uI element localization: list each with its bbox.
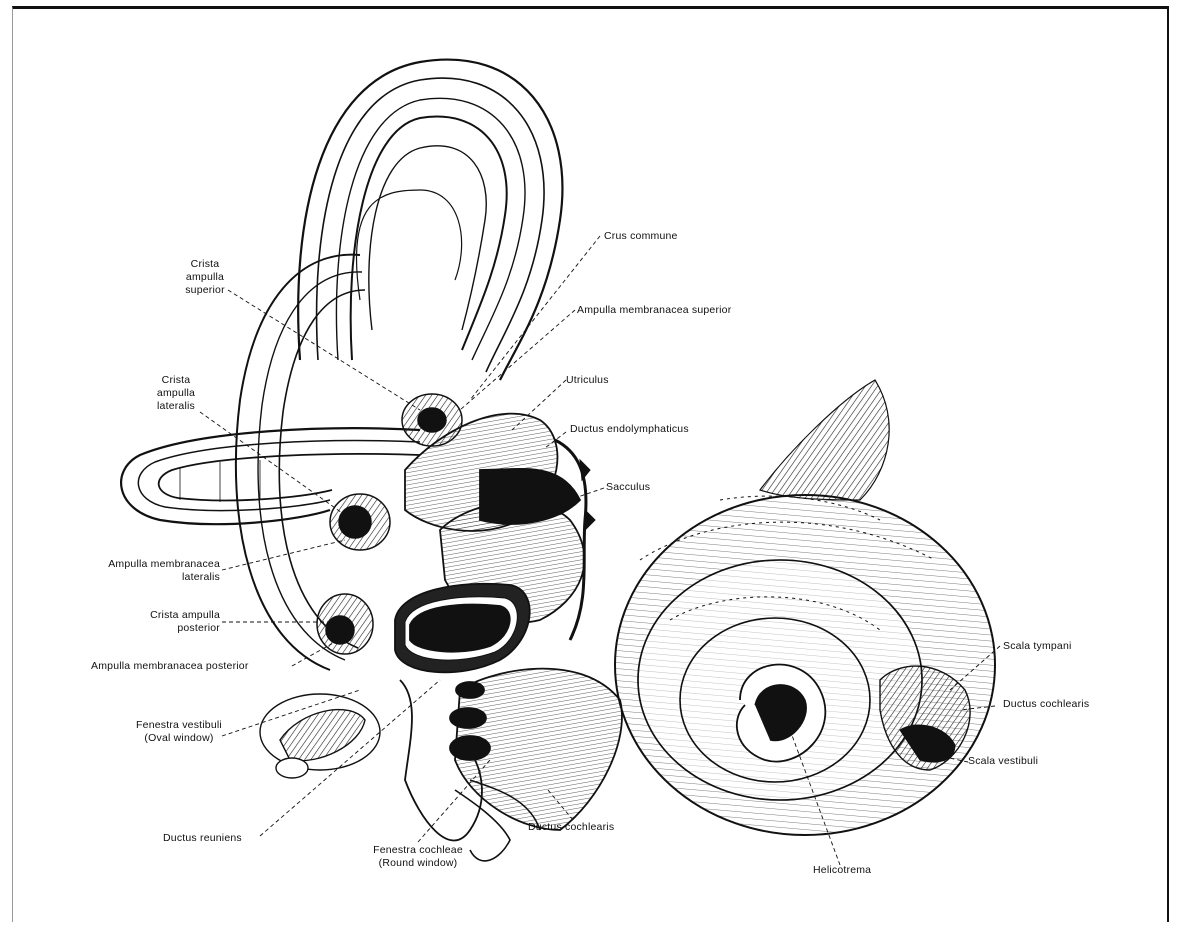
- label-fenestra-cochleae: Fenestra cochleae (Round window): [373, 844, 463, 870]
- label-line: Ampulla membranacea: [108, 558, 220, 571]
- label-ductus-reuniens: Ductus reuniens: [163, 832, 242, 845]
- label-crista-ampulla-lateralis: Crista ampulla lateralis: [157, 374, 195, 413]
- label-scala-vestibuli: Scala vestibuli: [968, 755, 1038, 768]
- label-line: Crista: [157, 374, 195, 387]
- label-line: ampulla: [185, 271, 225, 284]
- label-utriculus: Utriculus: [566, 374, 609, 387]
- label-fenestra-vestibuli: Fenestra vestibuli (Oval window): [136, 719, 222, 745]
- label-line: Crista: [185, 258, 225, 271]
- vestibule: [395, 414, 622, 841]
- label-line: Crista ampulla: [150, 609, 220, 622]
- label-ductus-endolymphaticus: Ductus endolymphaticus: [570, 423, 689, 436]
- label-ampulla-membranacea-superior: Ampulla membranacea superior: [577, 304, 731, 317]
- cochlea: [615, 495, 995, 835]
- label-sacculus: Sacculus: [606, 481, 650, 494]
- label-line: lateralis: [157, 400, 195, 413]
- label-crista-ampulla-superior: Crista ampulla superior: [185, 258, 225, 297]
- label-line: (Oval window): [136, 732, 222, 745]
- label-line: Fenestra vestibuli: [136, 719, 222, 732]
- label-line: superior: [185, 284, 225, 297]
- label-ampulla-membranacea-posterior: Ampulla membranacea posterior: [91, 660, 249, 673]
- label-line: ampulla: [157, 387, 195, 400]
- oval-window-footplate: [260, 694, 380, 778]
- label-crista-ampulla-posterior: Crista ampulla posterior: [150, 609, 220, 635]
- label-crus-commune: Crus commune: [604, 230, 678, 243]
- label-ductus-cochlearis-bottom: Ductus cochlearis: [528, 821, 614, 834]
- label-ampulla-membranacea-lateralis: Ampulla membranacea lateralis: [108, 558, 220, 584]
- label-scala-tympani: Scala tympani: [1003, 640, 1072, 653]
- label-ductus-cochlearis-right: Ductus cochlearis: [1003, 698, 1089, 711]
- label-line: (Round window): [373, 857, 463, 870]
- label-line: lateralis: [108, 571, 220, 584]
- superior-semicircular-canal: [298, 60, 562, 380]
- label-helicotrema: Helicotrema: [813, 864, 871, 877]
- label-line: posterior: [150, 622, 220, 635]
- label-line: Fenestra cochleae: [373, 844, 463, 857]
